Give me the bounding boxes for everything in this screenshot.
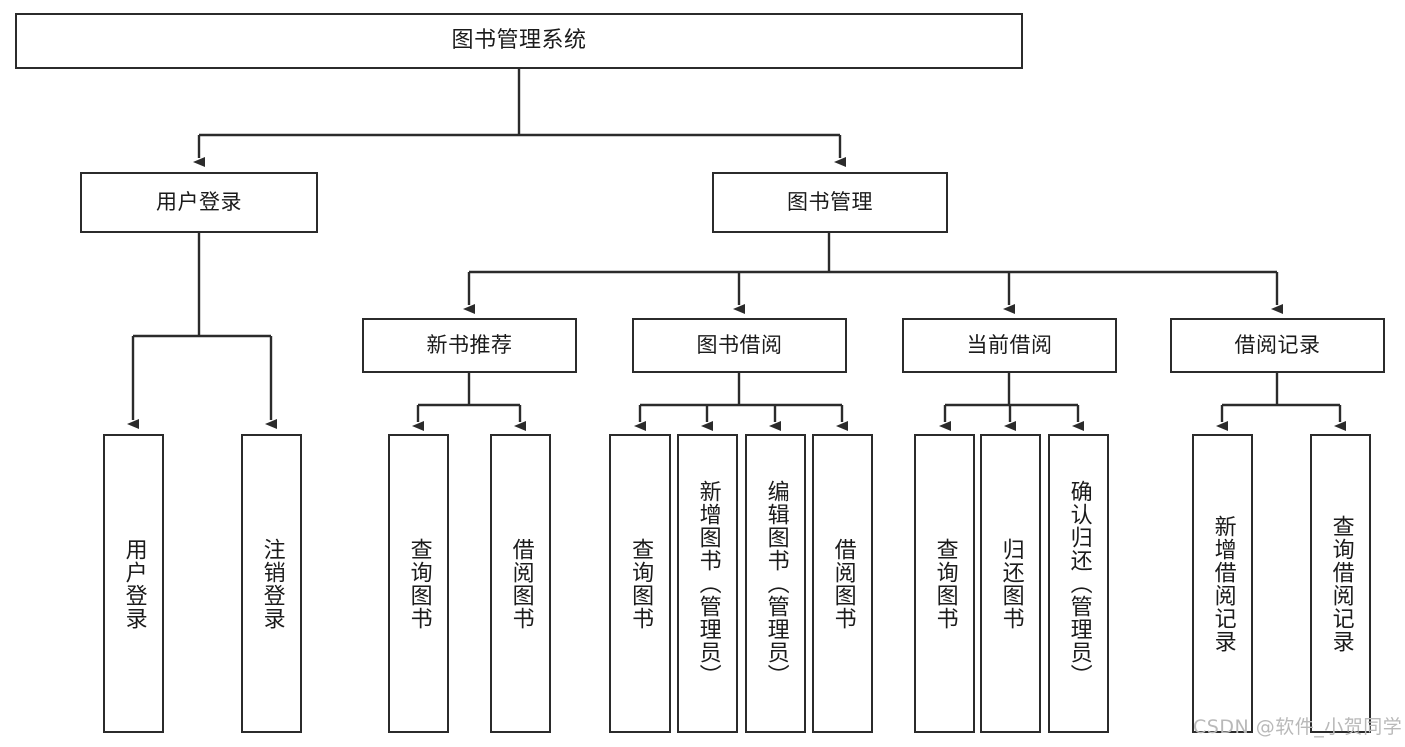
leaf-query-book-2[interactable]: 查询图书 [609, 434, 671, 733]
leaf-confirm-return[interactable]: 确认归还（管理员） [1048, 434, 1109, 733]
leaf-borrow-book-2[interactable]: 借阅图书 [812, 434, 873, 733]
leaf-add-book[interactable]: 新增图书（管理员） [677, 434, 738, 733]
csdn-watermark: CSDN @软件_小贺同学 [1193, 716, 1403, 738]
node-current-borrow[interactable]: 当前借阅 [902, 318, 1117, 373]
leaf-borrow-book-1[interactable]: 借阅图书 [490, 434, 551, 733]
leaf-add-borrow-record[interactable]: 新增借阅记录 [1192, 434, 1253, 733]
leaf-query-borrow-record[interactable]: 查询借阅记录 [1310, 434, 1371, 733]
node-user-login[interactable]: 用户登录 [80, 172, 318, 233]
node-borrow-record[interactable]: 借阅记录 [1170, 318, 1385, 373]
leaf-edit-book[interactable]: 编辑图书（管理员） [745, 434, 806, 733]
leaf-query-book-3[interactable]: 查询图书 [914, 434, 975, 733]
leaf-user-login[interactable]: 用户登录 [103, 434, 164, 733]
node-root[interactable]: 图书管理系统 [15, 13, 1023, 69]
node-book-management[interactable]: 图书管理 [712, 172, 948, 233]
leaf-logout-login[interactable]: 注销登录 [241, 434, 302, 733]
leaf-return-book[interactable]: 归还图书 [980, 434, 1041, 733]
node-book-borrow[interactable]: 图书借阅 [632, 318, 847, 373]
leaf-query-book-1[interactable]: 查询图书 [388, 434, 449, 733]
node-new-book-recommend[interactable]: 新书推荐 [362, 318, 577, 373]
